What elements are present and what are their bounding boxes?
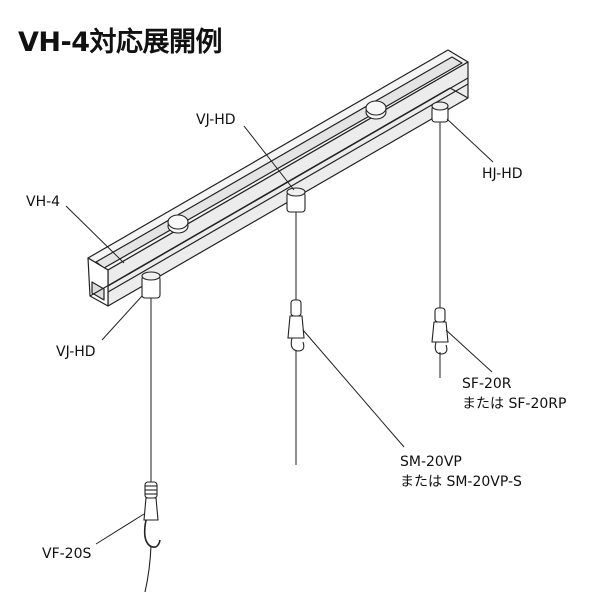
label-sf-20rp: または SF-20RP (462, 396, 566, 412)
bolt-icon (365, 100, 387, 120)
hanger-block-hj-hd (431, 101, 449, 123)
label-sf-20r: SF-20R (462, 376, 512, 392)
label-sm-20vp-s: または SM-20VP-S (400, 474, 522, 490)
bolt-icon (167, 214, 189, 234)
hook-sf-20r-icon (431, 307, 449, 355)
wires (150, 122, 441, 482)
label-vj-hd-top: VJ-HD (196, 112, 236, 128)
page-title: VH-4対応展開例 (18, 27, 223, 58)
hanger-block-vj-hd-left (141, 271, 161, 299)
hook-vf-20s-icon (143, 481, 161, 593)
hanger-block-vj-hd-top (286, 187, 306, 213)
hook-sm-20vp-icon (287, 299, 305, 352)
label-hj-hd: HJ-HD (482, 166, 523, 182)
label-vf-20s: VF-20S (42, 546, 91, 562)
leader-lines (65, 118, 494, 545)
rail-vh4 (87, 49, 469, 307)
label-sm-20vp: SM-20VP (400, 454, 462, 470)
label-vj-hd-left: VJ-HD (56, 344, 96, 360)
label-vh-4: VH-4 (26, 194, 60, 210)
